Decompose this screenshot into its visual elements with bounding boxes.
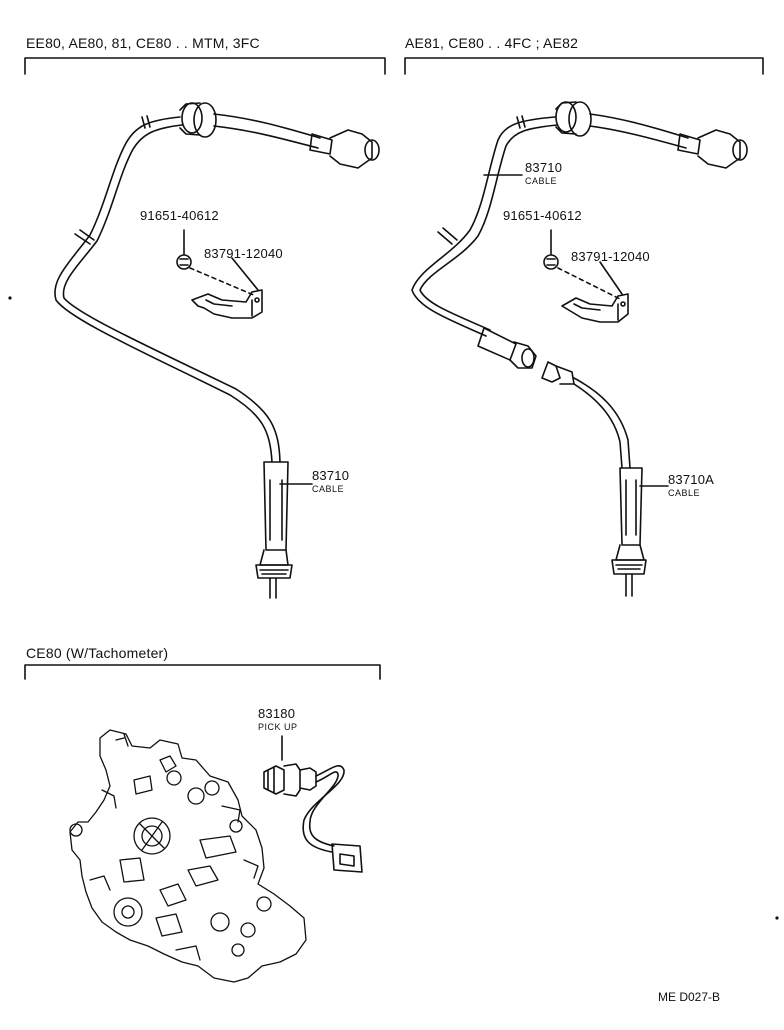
right-lower-cable-label: CABLE (668, 488, 701, 498)
left-bolt-and-bracket (176, 229, 263, 319)
left-cable-part-number: 83710 (312, 468, 350, 483)
right-bolt-part-number: 91651-40612 (503, 208, 582, 223)
bottom-section-title: CE80 (W/Tachometer) (26, 645, 169, 661)
left-speedometer-cable (54, 102, 380, 599)
left-bracket-part-number: 83791-12040 (204, 246, 283, 261)
right-upper-cable-label: CABLE (525, 176, 558, 186)
right-lower-cable (541, 361, 647, 597)
right-upper-cable (411, 101, 748, 369)
pickup-sensor (263, 735, 363, 873)
right-bolt-and-bracket (543, 229, 629, 323)
right-section-title: AE81, CE80 . . 4FC ; AE82 (405, 35, 579, 51)
left-section-bracket (24, 57, 386, 75)
bottom-section-bracket (24, 664, 381, 680)
right-bracket-part-number: 83791-12040 (571, 249, 650, 264)
right-section-bracket (404, 57, 764, 75)
transmission-housing (69, 729, 307, 983)
right-lower-cable-part-number: 83710A (668, 472, 715, 487)
pickup-part-number: 83180 (258, 706, 296, 721)
right-upper-cable-part-number: 83710 (525, 160, 563, 175)
left-section-title: EE80, AE80, 81, CE80 . . MTM, 3FC (26, 35, 260, 51)
diagram-code: ME D027-B (658, 990, 721, 1004)
pickup-label: PICK UP (258, 722, 298, 732)
left-cable-label: CABLE (312, 484, 345, 494)
left-bolt-part-number: 91651-40612 (140, 208, 219, 223)
